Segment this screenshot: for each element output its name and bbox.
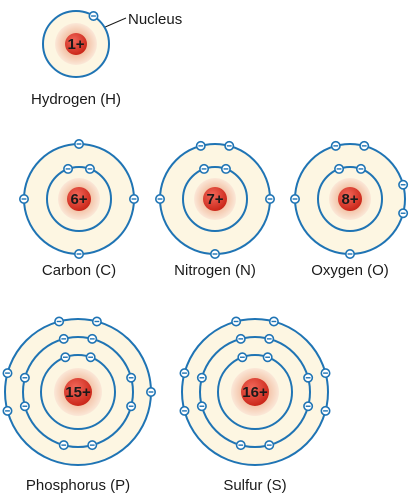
- electron-dot-icon: [210, 249, 221, 260]
- electron-dot-icon: [268, 316, 279, 327]
- atom-oxygen: 8+ Oxygen (O): [289, 140, 409, 279]
- nucleus-charge: 1+: [67, 36, 84, 53]
- nucleus-charge: 7+: [206, 191, 223, 208]
- electron-dot-icon: [84, 163, 95, 174]
- electron-dot-icon: [220, 163, 231, 174]
- nucleus-icon: [203, 187, 227, 211]
- nucleus-charge: 15+: [65, 384, 91, 401]
- electron-dot-icon: [63, 163, 74, 174]
- electron-dot-icon: [129, 194, 140, 205]
- electron-dot-icon: [359, 140, 370, 151]
- electron-dot-icon: [344, 249, 355, 260]
- electron-dot-icon: [179, 368, 190, 379]
- nucleus-icon: [65, 33, 87, 55]
- electron-dot-icon: [303, 372, 314, 383]
- atom-name-label: Carbon (C): [42, 262, 116, 279]
- electron-dot-icon: [58, 440, 69, 451]
- electron-dot-icon: [146, 386, 157, 397]
- electron-dot-icon: [18, 194, 29, 205]
- electron-dot-icon: [126, 372, 137, 383]
- electron-dot-icon: [126, 401, 137, 412]
- electron-dot-icon: [334, 163, 345, 174]
- nucleus-charge: 16+: [242, 384, 268, 401]
- atom-carbon: 6+ Carbon (C): [18, 139, 140, 279]
- electron-dot-icon: [303, 401, 314, 412]
- electron-dot-icon: [19, 401, 30, 412]
- atom-nitrogen: 7+ Nitrogen (N): [155, 140, 275, 279]
- callout-label: Nucleus: [128, 11, 182, 28]
- electron-dot-icon: [19, 372, 30, 383]
- atom-name-label: Sulfur (S): [223, 477, 286, 494]
- electron-dot-icon: [264, 440, 275, 451]
- nucleus-charge: 8+: [341, 191, 358, 208]
- electron-dot-icon: [320, 368, 331, 379]
- electron-dot-icon: [88, 11, 99, 22]
- electron-dot-icon: [2, 405, 13, 416]
- electron-dot-icon: [224, 140, 235, 151]
- electron-dot-icon: [2, 368, 13, 379]
- electron-dot-icon: [235, 333, 246, 344]
- atom-name-label: Phosphorus (P): [26, 477, 130, 494]
- atom-name-label: Nitrogen (N): [174, 262, 256, 279]
- electron-dot-icon: [74, 249, 85, 260]
- electron-dot-icon: [320, 405, 331, 416]
- electron-dot-icon: [58, 333, 69, 344]
- electron-dot-icon: [262, 352, 273, 363]
- nucleus-icon: [338, 187, 362, 211]
- nucleus-icon: [241, 378, 269, 406]
- electron-dot-icon: [195, 140, 206, 151]
- electron-dot-icon: [91, 316, 102, 327]
- atom-name-label: Hydrogen (H): [31, 91, 121, 108]
- electron-dot-icon: [235, 440, 246, 451]
- atom-phosphorus: 15+ Phosphorus (P): [2, 316, 157, 494]
- electron-dot-icon: [196, 372, 207, 383]
- electron-dot-icon: [355, 163, 366, 174]
- electron-dot-icon: [60, 352, 71, 363]
- nucleus-charge: 6+: [70, 191, 87, 208]
- electron-dot-icon: [237, 352, 248, 363]
- electron-dot-icon: [74, 139, 85, 150]
- electron-dot-icon: [398, 179, 409, 190]
- electron-dot-icon: [289, 194, 300, 205]
- atom-sulfur: 16+ Sulfur (S): [179, 316, 331, 494]
- electron-dot-icon: [85, 352, 96, 363]
- nucleus-icon: [67, 187, 91, 211]
- electron-dot-icon: [199, 163, 210, 174]
- electron-dot-icon: [179, 405, 190, 416]
- electron-dot-icon: [264, 194, 275, 205]
- nucleus-icon: [64, 378, 92, 406]
- electron-dot-icon: [54, 316, 65, 327]
- electron-dot-icon: [330, 140, 341, 151]
- electron-dot-icon: [196, 401, 207, 412]
- electron-dot-icon: [87, 333, 98, 344]
- atom-hydrogen: 1+ Hydrogen (H): [31, 10, 121, 108]
- electron-dot-icon: [398, 208, 409, 219]
- electron-dot-icon: [231, 316, 242, 327]
- electron-dot-icon: [264, 333, 275, 344]
- electron-dot-icon: [155, 194, 166, 205]
- atom-name-label: Oxygen (O): [311, 262, 389, 279]
- electron-dot-icon: [87, 440, 98, 451]
